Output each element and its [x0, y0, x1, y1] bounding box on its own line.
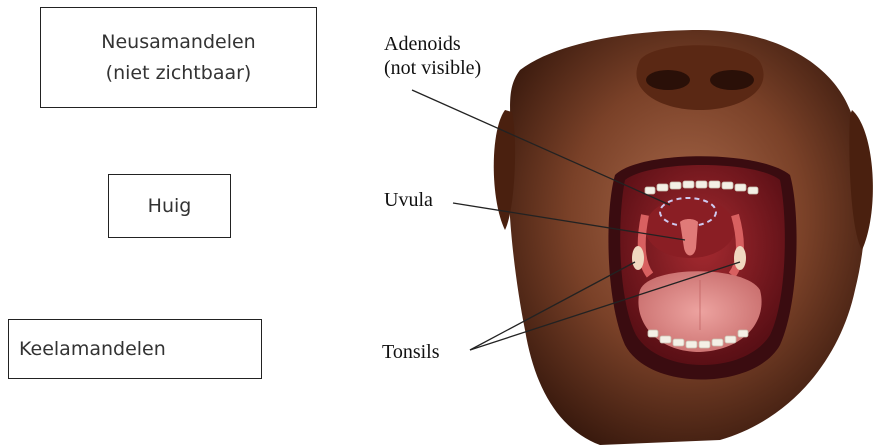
left-tonsil: [632, 246, 644, 270]
dutch-label-uvula: Huig: [108, 174, 231, 238]
dutch-uvula-text: Huig: [148, 191, 192, 222]
right-tonsil: [734, 246, 746, 270]
english-adenoids-line2: (not visible): [384, 56, 481, 80]
english-label-tonsils: Tonsils: [382, 340, 440, 364]
english-label-adenoids: Adenoids (not visible): [384, 32, 481, 80]
dutch-label-adenoids: Neusamandelen (niet zichtbaar): [40, 7, 317, 108]
english-label-uvula: Uvula: [384, 188, 433, 212]
dutch-label-tonsils: Keelamandelen: [8, 319, 262, 379]
dutch-tonsils-text: Keelamandelen: [19, 334, 166, 365]
dutch-adenoids-line2: (niet zichtbaar): [106, 58, 252, 89]
dutch-adenoids-line1: Neusamandelen: [101, 27, 255, 58]
english-adenoids-line1: Adenoids: [384, 32, 481, 56]
